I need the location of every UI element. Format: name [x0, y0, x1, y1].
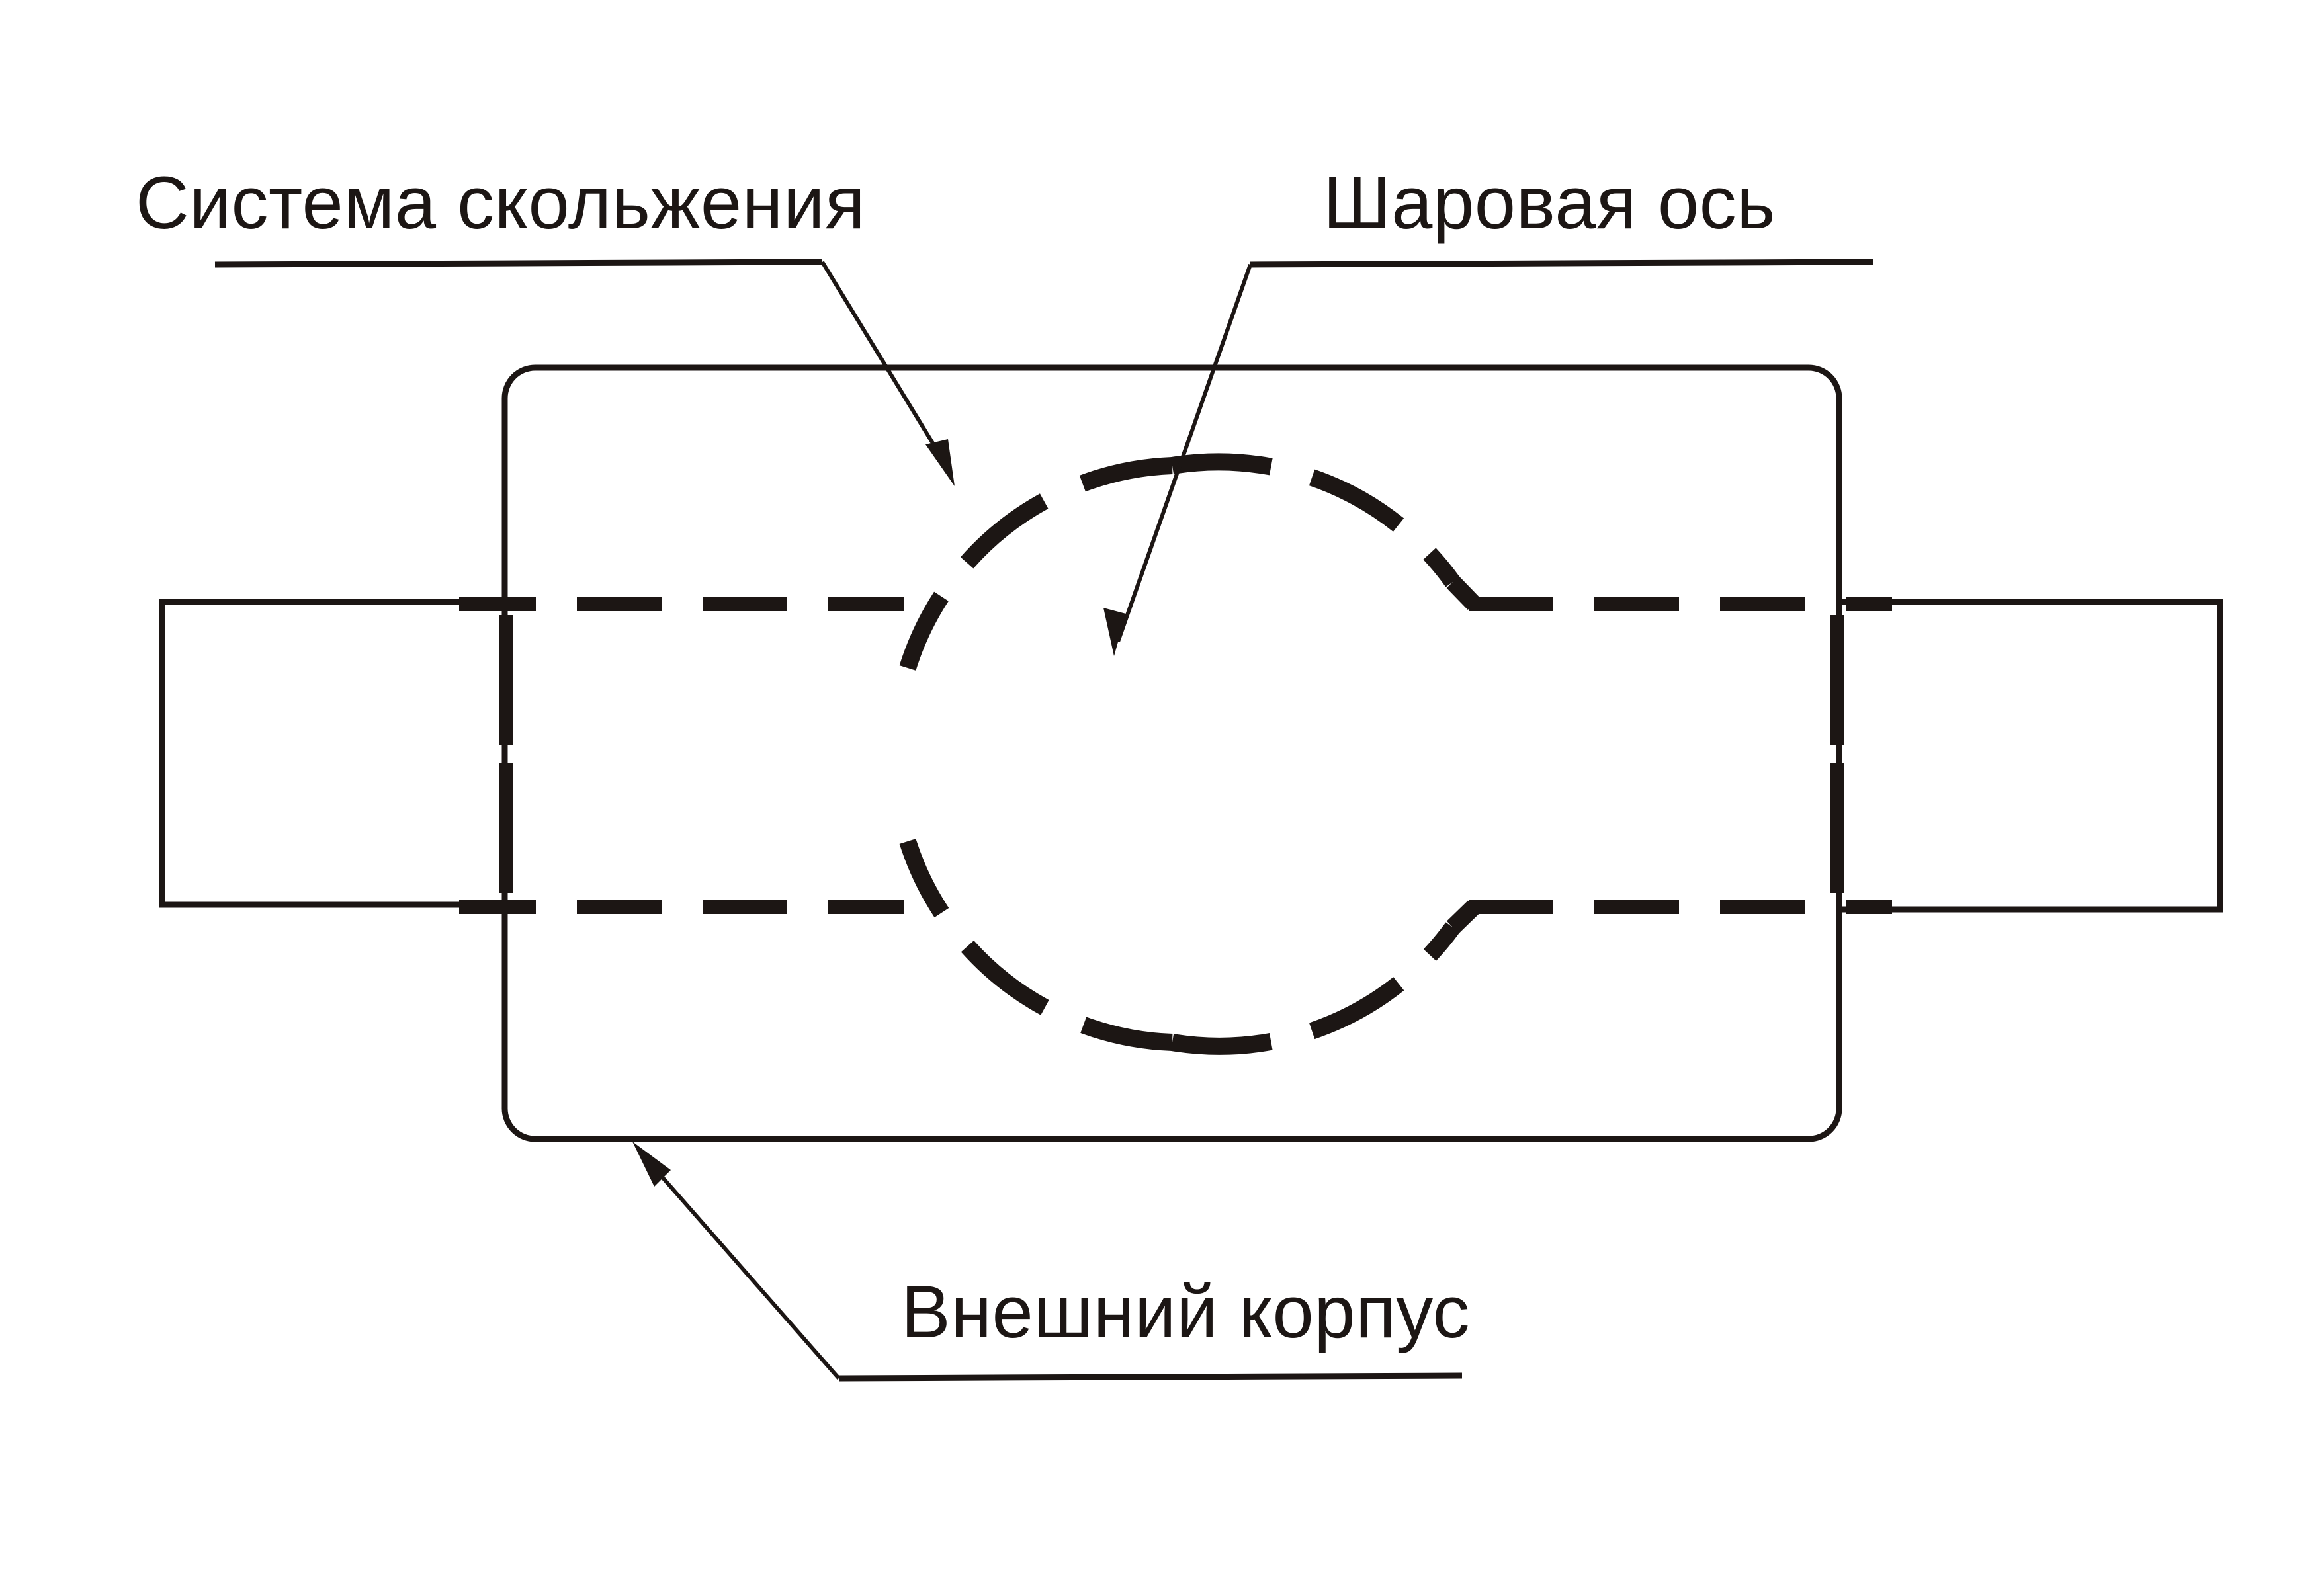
- label-sliding-system: Система скольжения: [136, 161, 865, 244]
- leader-arrowhead-sliding-system: [925, 439, 955, 486]
- ball-arc-lower-left: [899, 839, 1173, 1051]
- ball-arc-upper-left: [899, 457, 1173, 671]
- left-shaft-outline: [159, 599, 505, 908]
- label-ball-axis: Шаровая ось: [1323, 161, 1776, 244]
- ball-arc-lower-right: [1170, 922, 1460, 1055]
- outer-housing-outline: [501, 364, 1842, 1142]
- leader-line-sliding-system: [820, 261, 953, 475]
- leader-underline-sliding-system: [214, 259, 823, 268]
- leader-line-ball-axis: [1116, 264, 1252, 642]
- ball-shoulder-lower-right: [1446, 900, 1481, 934]
- label-outer-housing: Внешний корпус: [901, 1271, 1470, 1353]
- ball-arc-upper-right: [1170, 453, 1460, 587]
- leader-arrowhead-ball-axis: [1103, 608, 1126, 656]
- leader-line-outer-housing: [638, 1151, 841, 1380]
- leader-underline-ball-axis: [1250, 259, 1874, 268]
- ball-shoulder-upper-right: [1446, 575, 1481, 610]
- leader-underline-outer-housing: [838, 1372, 1463, 1382]
- leader-arrowhead-outer-housing: [632, 1142, 671, 1187]
- right-shaft-outline: [1839, 599, 2223, 913]
